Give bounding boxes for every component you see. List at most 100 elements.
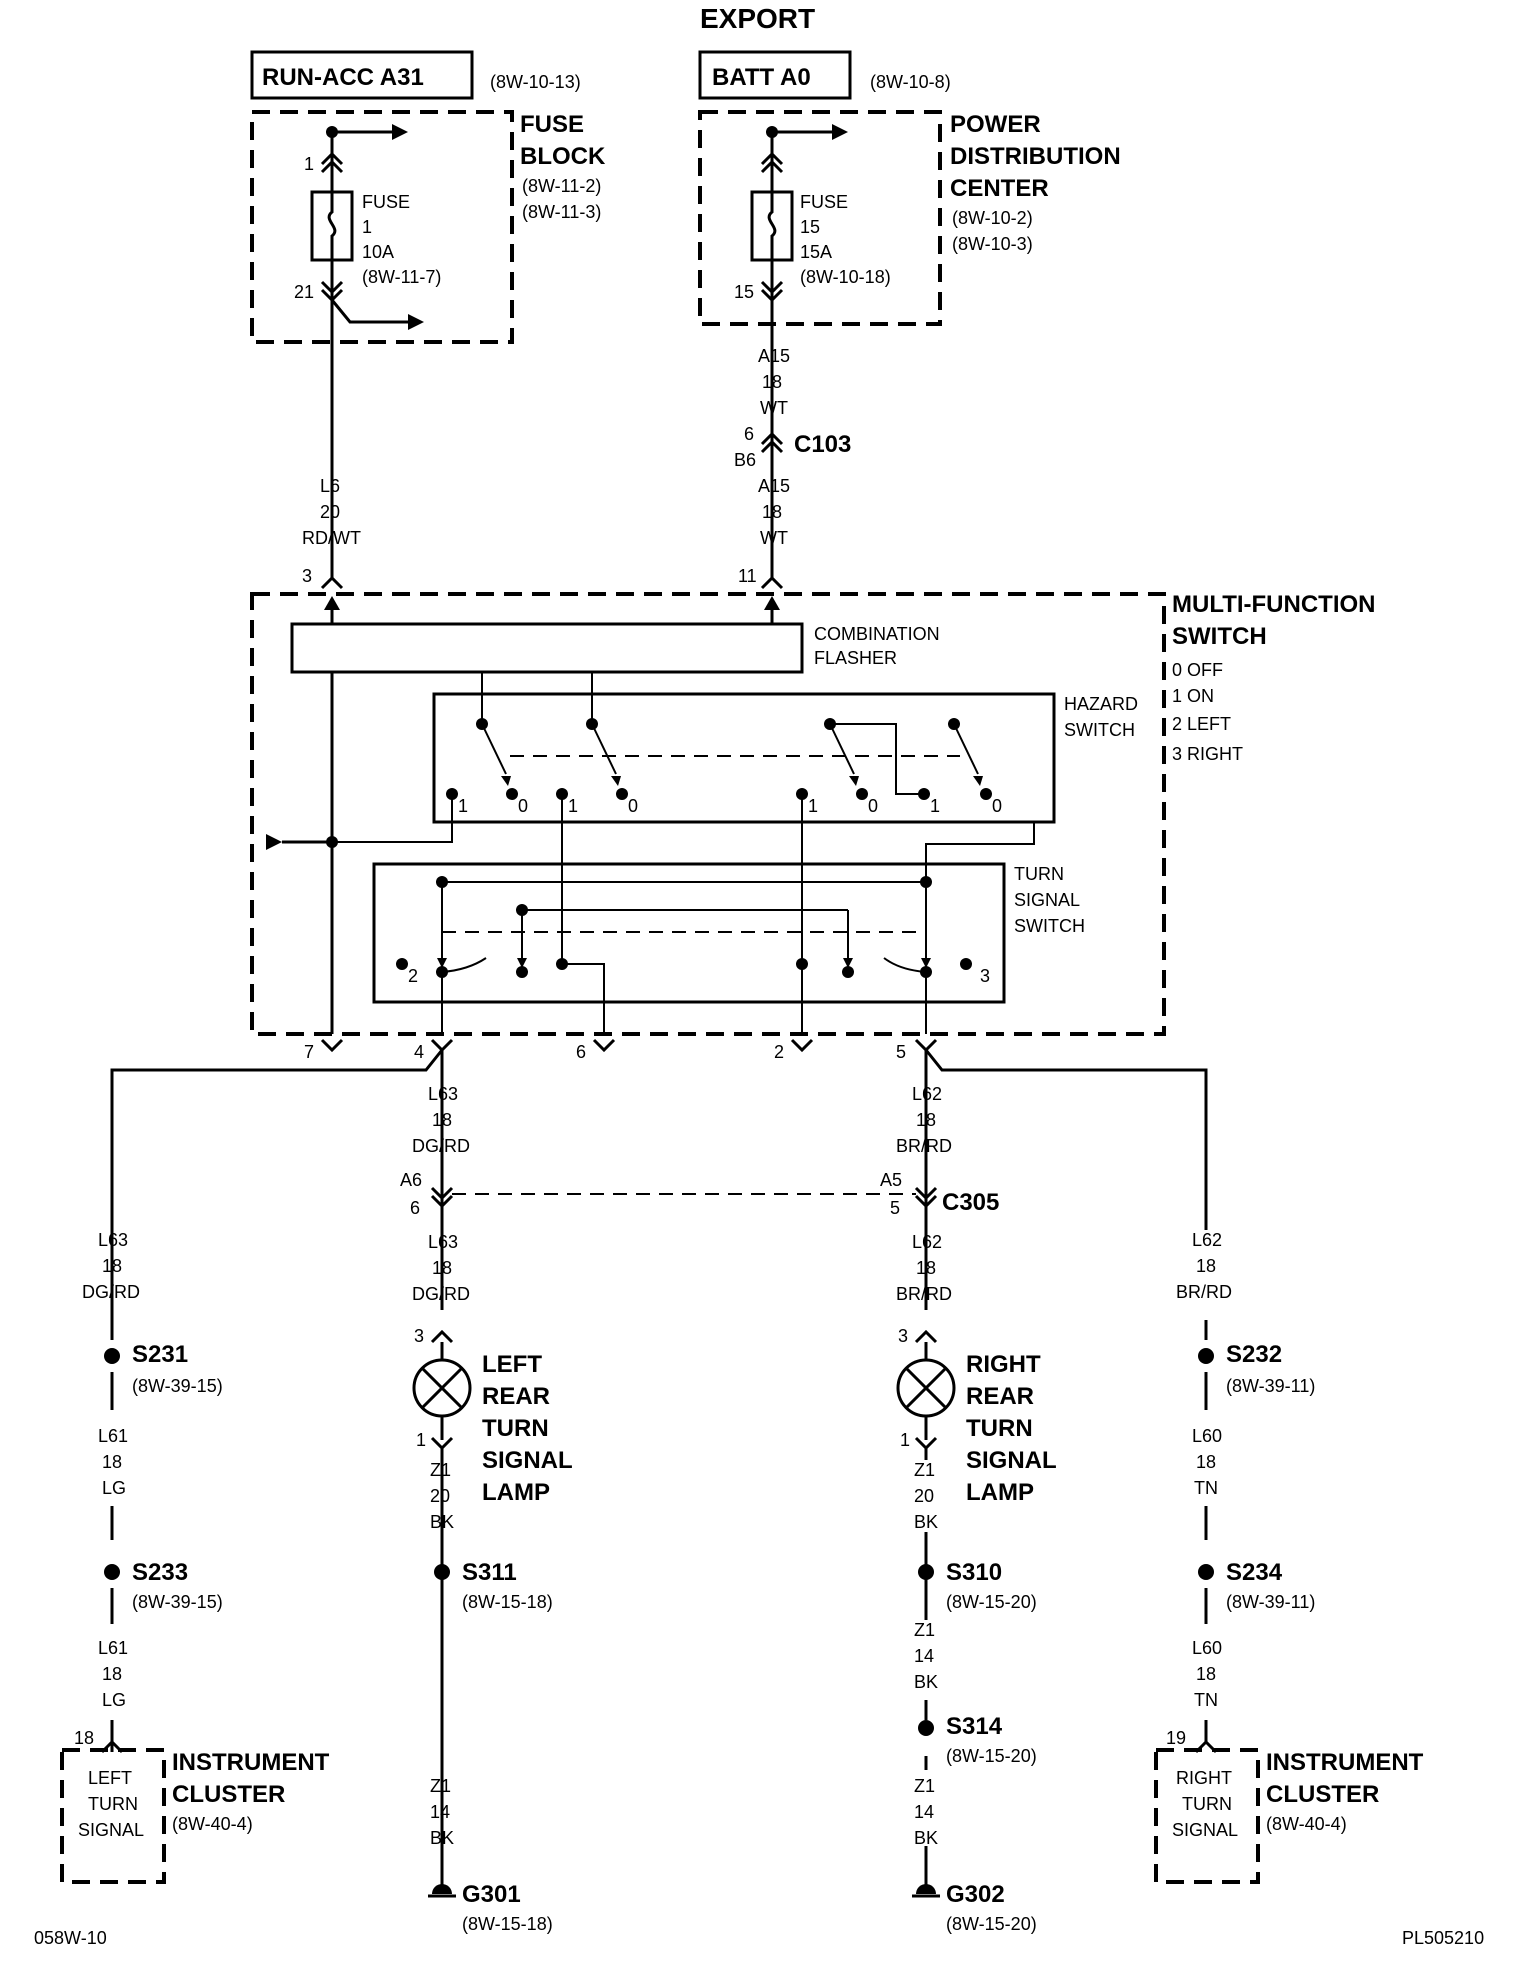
svg-text:L62: L62 [912, 1084, 942, 1104]
splice-ref: (8W-39-15) [132, 1592, 223, 1612]
mfs-legend: 2 LEFT [1172, 714, 1231, 734]
cluster-inner: SIGNAL [1172, 1820, 1238, 1840]
right-lamp-label: SIGNAL [966, 1447, 1057, 1474]
footer-left: 058W-10 [34, 1928, 107, 1948]
right-lamp-label: REAR [966, 1383, 1034, 1410]
svg-text:18: 18 [1196, 1256, 1216, 1276]
splice-ref: (8W-39-15) [132, 1376, 223, 1396]
ground-ref: (8W-15-20) [946, 1914, 1037, 1934]
cluster-inner: LEFT [88, 1768, 132, 1788]
c305-label: C305 [942, 1189, 999, 1216]
svg-text:7: 7 [304, 1042, 314, 1062]
splice-name: S232 [1226, 1341, 1282, 1368]
svg-text:18: 18 [916, 1258, 936, 1278]
svg-text:1: 1 [808, 796, 818, 816]
svg-text:18: 18 [1196, 1452, 1216, 1472]
splice-name: S234 [1226, 1559, 1283, 1586]
wire-a15-top-label: A15 18 WT [758, 346, 790, 418]
svg-text:11: 11 [738, 566, 757, 586]
splice-ref: (8W-15-20) [946, 1746, 1037, 1766]
footer-right: PL505210 [1402, 1928, 1484, 1948]
fuse-block-ref: (8W-11-3) [522, 202, 601, 222]
turn-label: SWITCH [1014, 916, 1085, 936]
right-lamp-label: RIGHT [966, 1351, 1041, 1378]
svg-text:Z1: Z1 [914, 1620, 935, 1640]
svg-text:LG: LG [102, 1690, 126, 1710]
left-lamp-label: REAR [482, 1383, 550, 1410]
splice-s310: S310 (8W-15-20) [918, 1559, 1037, 1612]
splice-name: S314 [946, 1713, 1003, 1740]
svg-text:20: 20 [430, 1486, 450, 1506]
svg-text:1: 1 [458, 796, 468, 816]
svg-text:A15: A15 [758, 476, 790, 496]
wire-l6-label: L6 20 RD/WT [302, 476, 361, 548]
hazard-label: HAZARD [1064, 694, 1138, 714]
turn-label: TURN [1014, 864, 1064, 884]
svg-text:6: 6 [410, 1198, 420, 1218]
svg-text:BR/RD: BR/RD [896, 1136, 952, 1156]
svg-text:TN: TN [1194, 1690, 1218, 1710]
cluster-inner: TURN [88, 1794, 138, 1814]
wire-l63-mid-label: L63 18 DG/RD [412, 1084, 470, 1156]
diagram-title: EXPORT [700, 3, 815, 34]
cluster-title: INSTRUMENT [172, 1749, 330, 1776]
wire-a15-bot-label: A15 18 WT [758, 476, 790, 548]
cluster-title: INSTRUMENT [1266, 1749, 1424, 1776]
svg-text:DG/RD: DG/RD [412, 1284, 470, 1304]
svg-text:A15: A15 [758, 346, 790, 366]
source-run-acc-label: RUN-ACC A31 [262, 64, 424, 91]
left-rear-turn-signal-lamp: 3 1 LEFT REAR TURN SIGNAL LAMP [412, 1326, 573, 1506]
svg-text:BK: BK [914, 1672, 938, 1692]
svg-text:14: 14 [914, 1802, 934, 1822]
combination-flasher [290, 622, 804, 674]
svg-text:TN: TN [1194, 1478, 1218, 1498]
svg-text:1: 1 [416, 1430, 426, 1450]
splice-s234: S234 (8W-39-11) [1198, 1559, 1315, 1612]
svg-text:WT: WT [760, 528, 788, 548]
left-instrument-cluster: 18 LEFT TURN SIGNAL INSTRUMENT CLUSTER (… [60, 1728, 330, 1884]
wire-l62-right-label: L62 18 BR/RD [1176, 1230, 1232, 1302]
c103-label: C103 [794, 431, 851, 458]
svg-text:3: 3 [414, 1326, 424, 1346]
left-lamp-label: LEFT [482, 1351, 542, 1378]
wire-z1-right-a-label: Z1 20 BK [914, 1460, 938, 1532]
ground-ref: (8W-15-18) [462, 1914, 553, 1934]
connector-c305: A6 6 A5 5 C305 [400, 1170, 999, 1218]
svg-text:2: 2 [408, 966, 418, 986]
svg-text:BK: BK [430, 1512, 454, 1532]
wire-z1-right-c-label: Z1 14 BK [914, 1776, 938, 1848]
fuse-pin-in: 1 [304, 154, 314, 174]
connector-c103: C103 6 B6 [734, 424, 851, 470]
fuse-block-title: BLOCK [520, 143, 606, 170]
svg-text:BK: BK [914, 1828, 938, 1848]
svg-text:20: 20 [320, 502, 340, 522]
svg-text:14: 14 [430, 1802, 450, 1822]
svg-text:0: 0 [628, 796, 638, 816]
wire-l60-a-label: L60 18 TN [1192, 1426, 1222, 1498]
mfs-legend: 1 ON [1172, 686, 1214, 706]
svg-text:L63: L63 [428, 1084, 458, 1104]
svg-text:DG/RD: DG/RD [412, 1136, 470, 1156]
svg-text:BK: BK [914, 1512, 938, 1532]
svg-text:18: 18 [432, 1110, 452, 1130]
svg-text:0: 0 [518, 796, 528, 816]
mfs-title: MULTI-FUNCTION [1172, 591, 1376, 618]
svg-text:DG/RD: DG/RD [82, 1282, 140, 1302]
multi-function-switch: MULTI-FUNCTION SWITCH 0 OFF 1 ON 2 LEFT … [250, 566, 1376, 1062]
fuse-15-ref: (8W-10-18) [800, 267, 891, 287]
svg-text:2: 2 [774, 1042, 784, 1062]
svg-text:0: 0 [992, 796, 1002, 816]
source-batt: BATT A0 (8W-10-8) [698, 50, 951, 100]
svg-text:Z1: Z1 [914, 1776, 935, 1796]
fuse-block: FUSE BLOCK (8W-11-2) (8W-11-3) 1 FUSE 1 … [250, 110, 606, 344]
svg-text:1: 1 [900, 1430, 910, 1450]
cluster-ref: (8W-40-4) [1266, 1814, 1347, 1834]
svg-text:Z1: Z1 [914, 1460, 935, 1480]
power-distribution-center: POWER DISTRIBUTION CENTER (8W-10-2) (8W-… [698, 110, 1121, 326]
svg-text:0: 0 [868, 796, 878, 816]
fuse-pin-out: 21 [294, 282, 314, 302]
fuse-block-ref: (8W-11-2) [522, 176, 601, 196]
fuse-1-number: 1 [362, 217, 372, 237]
wire-l61-a-label: L61 18 LG [98, 1426, 128, 1498]
wire-l62-branch [924, 1049, 1208, 1230]
